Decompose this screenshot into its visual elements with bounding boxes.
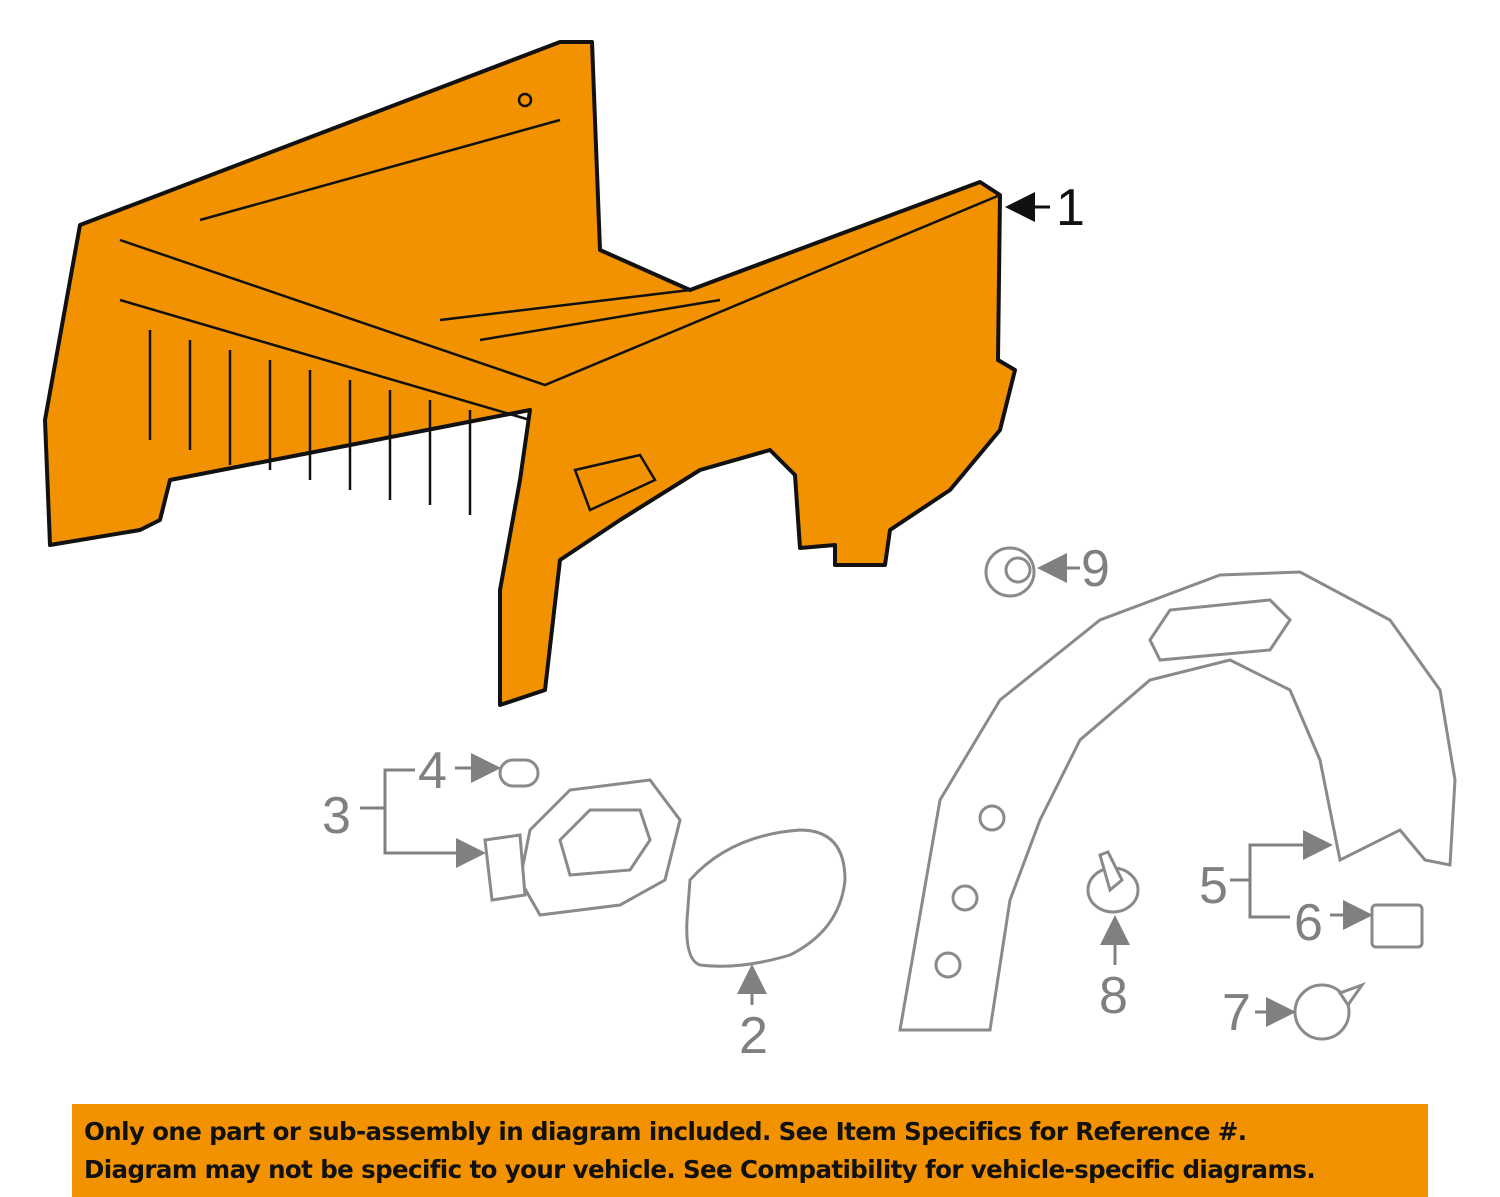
- clip-part-6[interactable]: [1370, 903, 1424, 949]
- callout-7: 7: [1222, 984, 1251, 1042]
- fuel-door-part-2[interactable]: [685, 828, 847, 968]
- callout-3: 3: [322, 787, 351, 845]
- callout-2: 2: [739, 1007, 768, 1065]
- fuel-door-housing-part-3[interactable]: [483, 778, 682, 917]
- callout-8: 8: [1099, 967, 1128, 1025]
- callout-9: 9: [1081, 540, 1110, 598]
- leader-lines: [360, 192, 1373, 1027]
- nut-part-9[interactable]: [984, 546, 1036, 598]
- push-pin-part-8[interactable]: [1086, 850, 1140, 914]
- pin-part-7[interactable]: [1293, 981, 1366, 1041]
- bumper-part-4[interactable]: [498, 758, 540, 788]
- callout-5: 5: [1199, 857, 1228, 915]
- truck-bed-part-1[interactable]: [43, 40, 1017, 707]
- disclaimer-line-1: Only one part or sub-assembly in diagram…: [84, 1116, 1247, 1146]
- callout-6: 6: [1294, 894, 1323, 952]
- disclaimer-line-2: Diagram may not be specific to your vehi…: [84, 1154, 1316, 1184]
- disclaimer-banner: Only one part or sub-assembly in diagram…: [72, 1104, 1428, 1197]
- callout-4: 4: [418, 742, 447, 800]
- wheelhouse-liner-part-5[interactable]: [898, 570, 1457, 1032]
- callout-1: 1: [1056, 179, 1085, 237]
